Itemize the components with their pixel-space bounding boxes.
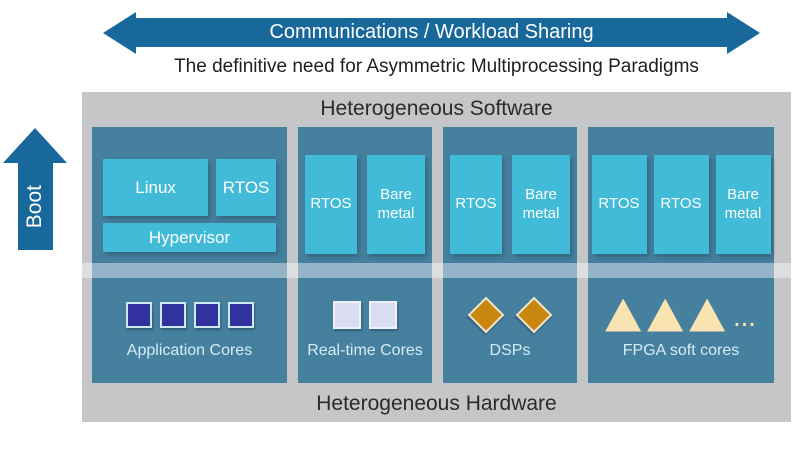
column-fpga: RTOS RTOS Bare metal ... FPGA soft cores	[588, 127, 774, 383]
fpga-core-icon	[605, 298, 642, 332]
software-box-rtos: RTOS	[305, 155, 357, 254]
software-section: RTOS Bare metal	[298, 127, 432, 278]
fpga-core-icons: ...	[588, 298, 774, 332]
boot-arrowhead-icon	[3, 128, 67, 163]
software-box-rtos: RTOS	[216, 159, 276, 216]
subtitle: The definitive need for Asymmetric Multi…	[174, 56, 699, 77]
columns-wrapper: Linux RTOS Hypervisor Application Cores	[92, 127, 774, 383]
realtime-core-icon	[369, 301, 397, 329]
software-box-rtos: RTOS	[450, 155, 502, 254]
software-box-bare-metal: Bare metal	[715, 155, 771, 254]
hardware-section: ... FPGA soft cores	[588, 278, 774, 383]
workload-arrow-bar: Communications / Workload Sharing	[136, 18, 727, 47]
software-box-linux: Linux	[103, 159, 209, 216]
column-dsp: RTOS Bare metal DSPs	[443, 127, 577, 383]
column-realtime: RTOS Bare metal Real-time Cores	[298, 127, 432, 383]
hardware-label: FPGA soft cores	[622, 342, 740, 359]
boot-arrow: Boot	[3, 128, 67, 250]
boot-label: Boot	[23, 184, 46, 229]
ellipsis: ...	[734, 309, 757, 331]
dsp-icons	[443, 296, 577, 334]
application-core-icon	[125, 302, 152, 328]
software-hardware-band	[82, 263, 791, 278]
software-box-bare-metal: Bare metal	[512, 155, 570, 254]
realtime-core-icon	[333, 301, 361, 329]
software-box-bare-metal: Bare metal	[367, 155, 425, 254]
software-section: RTOS RTOS Bare metal	[588, 127, 774, 278]
application-core-icon	[159, 302, 186, 328]
hardware-label: Real-time Cores	[307, 342, 423, 359]
hardware-section: DSPs	[443, 278, 577, 383]
boot-arrow-shaft: Boot	[17, 163, 53, 250]
hardware-section: Application Cores	[92, 278, 287, 383]
software-box-hypervisor: Hypervisor	[103, 223, 276, 252]
application-core-icon	[227, 302, 254, 328]
application-core-icon	[193, 302, 220, 328]
dsp-icon	[515, 296, 553, 334]
software-box-rtos: RTOS	[653, 155, 709, 254]
hardware-label: DSPs	[489, 342, 531, 359]
hardware-section: Real-time Cores	[298, 278, 432, 383]
arrowhead-right-icon	[727, 11, 760, 54]
realtime-core-icons	[298, 298, 432, 332]
software-section: Linux RTOS Hypervisor	[92, 127, 287, 278]
workload-arrow-label: Communications / Workload Sharing	[269, 21, 594, 43]
dsp-icon	[467, 296, 505, 334]
workload-sharing-arrow: Communications / Workload Sharing	[103, 11, 760, 54]
fpga-core-icon	[689, 298, 726, 332]
fpga-core-icon	[647, 298, 684, 332]
main-container: Heterogeneous Software Linux RTOS Hyperv…	[82, 92, 791, 422]
hardware-label: Application Cores	[126, 342, 253, 359]
arrowhead-left-icon	[103, 11, 136, 54]
application-core-icons	[92, 298, 287, 332]
hardware-title: Heterogeneous Hardware	[316, 392, 557, 415]
software-box-rtos: RTOS	[591, 155, 647, 254]
software-section: RTOS Bare metal	[443, 127, 577, 278]
column-application: Linux RTOS Hypervisor Application Cores	[92, 127, 287, 383]
software-title: Heterogeneous Software	[320, 97, 553, 120]
